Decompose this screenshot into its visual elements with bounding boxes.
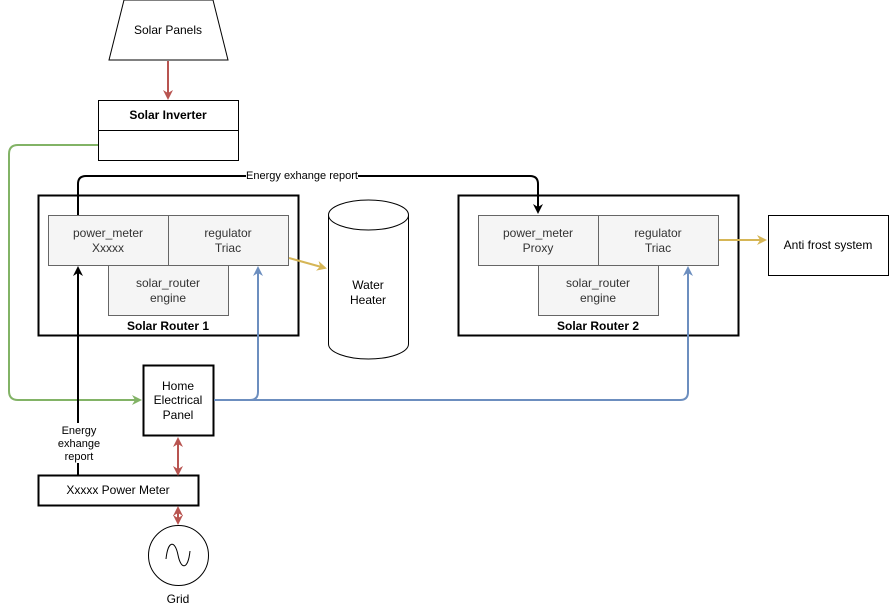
power-meter-device-label: Xxxxx Power Meter [66, 483, 169, 497]
router-2-power-meter[interactable]: power_meter Proxy [478, 215, 599, 266]
inverter-to-home-panel-edge [8, 144, 142, 405]
router-1-engine-line2: engine [150, 291, 186, 305]
energy-report-top-label: Energy exhange report [246, 170, 358, 182]
energy-report-left-line2: exhange [58, 438, 100, 450]
water-heater-node[interactable]: Water Heater [328, 199, 409, 360]
anti-frost-node[interactable]: Anti frost system [768, 215, 889, 276]
router-1-power-meter[interactable]: power_meter Xxxxx [48, 215, 169, 266]
router-1-engine-line1: solar_router [136, 276, 200, 290]
regulator-1-to-water-heater-edge [288, 257, 327, 271]
home-panel-to-regulator-2-edge [214, 266, 693, 401]
solar-inverter-label: Solar Inverter [129, 108, 207, 122]
solar-panels-node[interactable]: Solar Panels [108, 0, 229, 61]
router-2-power-meter-line1: power_meter [503, 226, 573, 240]
ac-sine-icon [165, 543, 191, 567]
home-panel-line2: Electrical [154, 393, 203, 407]
water-heater-line2: Heater [350, 293, 386, 307]
router-1-power-meter-line2: Xxxxx [92, 241, 124, 255]
router-2-regulator-line1: regulator [634, 226, 681, 240]
home-electrical-panel-node[interactable]: Home Electrical Panel [142, 364, 215, 437]
power-meter-device-node[interactable]: Xxxxx Power Meter [37, 474, 200, 507]
solar-panels-label: Solar Panels [134, 23, 202, 37]
solar-inverter-node[interactable]: Solar Inverter [98, 100, 239, 161]
router-1-regulator[interactable]: regulator Triac [168, 215, 289, 266]
home-panel-line1: Home [162, 379, 194, 393]
router-2-engine[interactable]: solar_router engine [538, 265, 659, 316]
router-1-regulator-line2: Triac [215, 241, 241, 255]
router-2-regulator-line2: Triac [645, 241, 671, 255]
router-1-power-meter-line1: power_meter [73, 226, 143, 240]
router-1-engine[interactable]: solar_router engine [108, 265, 229, 316]
energy-report-left-line3: report [65, 451, 94, 463]
home-panel-line3: Panel [163, 408, 194, 422]
grid-node[interactable]: Grid [148, 525, 209, 607]
solar-router-1-title: Solar Router 1 [127, 319, 209, 333]
router-2-power-meter-line2: Proxy [523, 241, 554, 255]
energy-report-left-line1: Energy [62, 425, 97, 437]
router-2-engine-line2: engine [580, 291, 616, 305]
router-1-regulator-line1: regulator [204, 226, 251, 240]
router-2-regulator[interactable]: regulator Triac [598, 215, 719, 266]
router-2-engine-line1: solar_router [566, 276, 630, 290]
grid-label: Grid [167, 592, 190, 606]
solar-router-2-title: Solar Router 2 [557, 319, 639, 333]
anti-frost-label: Anti frost system [784, 238, 873, 252]
water-heater-line1: Water [352, 278, 384, 292]
